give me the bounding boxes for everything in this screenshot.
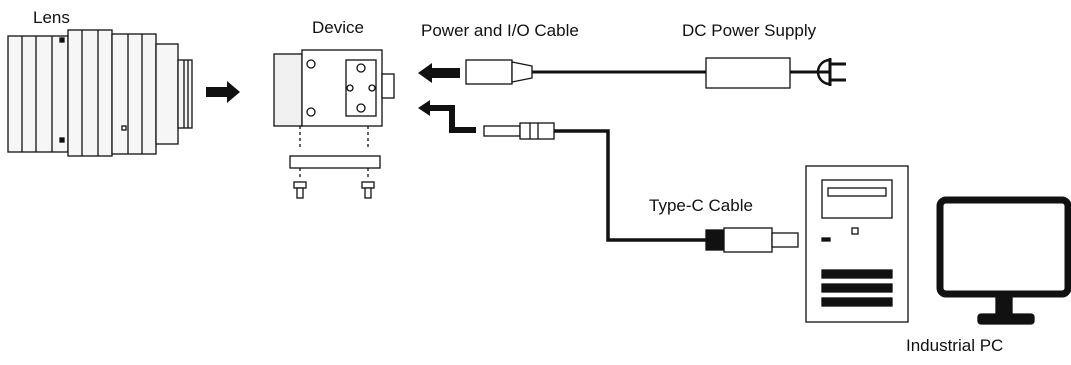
label-type-c-cable: Type-C Cable xyxy=(649,196,753,215)
power-io-cable xyxy=(465,59,706,85)
type-c-cable xyxy=(483,122,799,253)
lens-illustration xyxy=(7,29,193,157)
industrial-pc-illustration xyxy=(805,165,909,323)
type-c-cable-arrow xyxy=(428,105,476,133)
monitor-illustration xyxy=(936,196,1071,325)
label-industrial-pc: Industrial PC xyxy=(906,336,1004,355)
lens-to-device-arrow xyxy=(206,81,240,103)
label-device: Device xyxy=(312,18,364,37)
device-illustration xyxy=(273,49,395,199)
label-dc-power-supply: DC Power Supply xyxy=(682,21,817,40)
label-lens: Lens xyxy=(33,8,70,27)
label-power-io-cable: Power and I/O Cable xyxy=(421,21,579,40)
dc-power-supply xyxy=(705,57,846,89)
power-cable-arrow xyxy=(418,63,460,83)
